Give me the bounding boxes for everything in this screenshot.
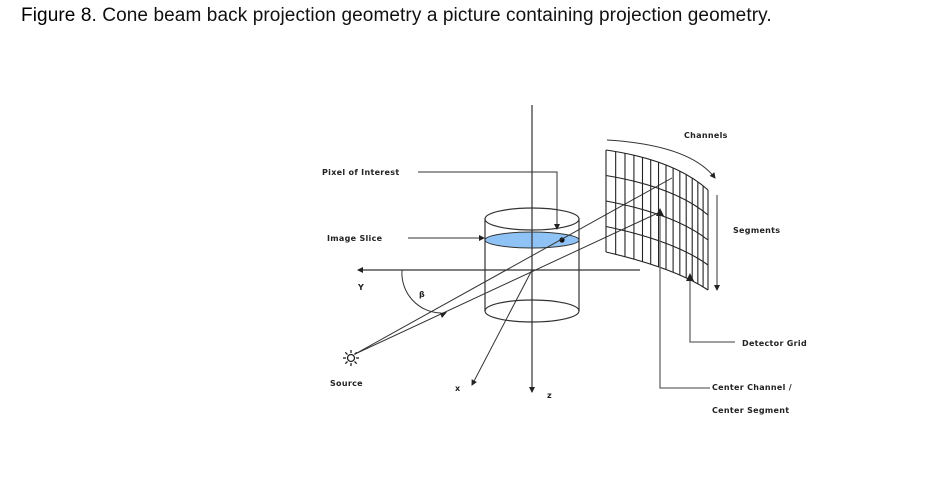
label-center-segment: Center Segment [712,406,789,415]
caption-text: . Cone beam back projection geometry a p… [91,5,772,26]
cylinder-bottom-back [484,299,580,312]
label-x-axis: x [455,384,461,393]
cylinder [484,207,580,323]
detector-grid [605,149,709,291]
detector-segment-line [605,225,709,266]
center-channel-leader [659,215,710,389]
label-beta: β [419,290,425,299]
figure-label: Figure 8 [21,5,92,26]
label-detector-grid: Detector Grid [742,339,807,348]
detector-grid-leader [689,280,735,343]
ray-upper [354,177,673,355]
sunburst-icon [343,350,359,366]
label-image-slice: Image Slice [327,234,383,243]
channels-arrow [606,139,716,179]
label-channels: Channels [684,131,728,140]
label-center-channel: Center Channel / [712,383,792,392]
label-z-axis: z [547,391,552,400]
label-y-axis: Y [357,283,364,292]
x-axis-line [471,269,533,386]
beta-arc [401,269,442,314]
label-segments: Segments [733,226,780,235]
figure-caption: Figure 8. Cone beam back projection geom… [21,5,772,27]
label-pixel-of-interest: Pixel of Interest [322,168,399,177]
pixel-of-interest-leader [418,171,560,230]
ray-lower [354,211,661,355]
detector-segment-line [605,174,709,216]
detector-segment-line [605,200,709,241]
cylinder-bottom-front [484,310,580,323]
label-source: Source [330,379,363,388]
